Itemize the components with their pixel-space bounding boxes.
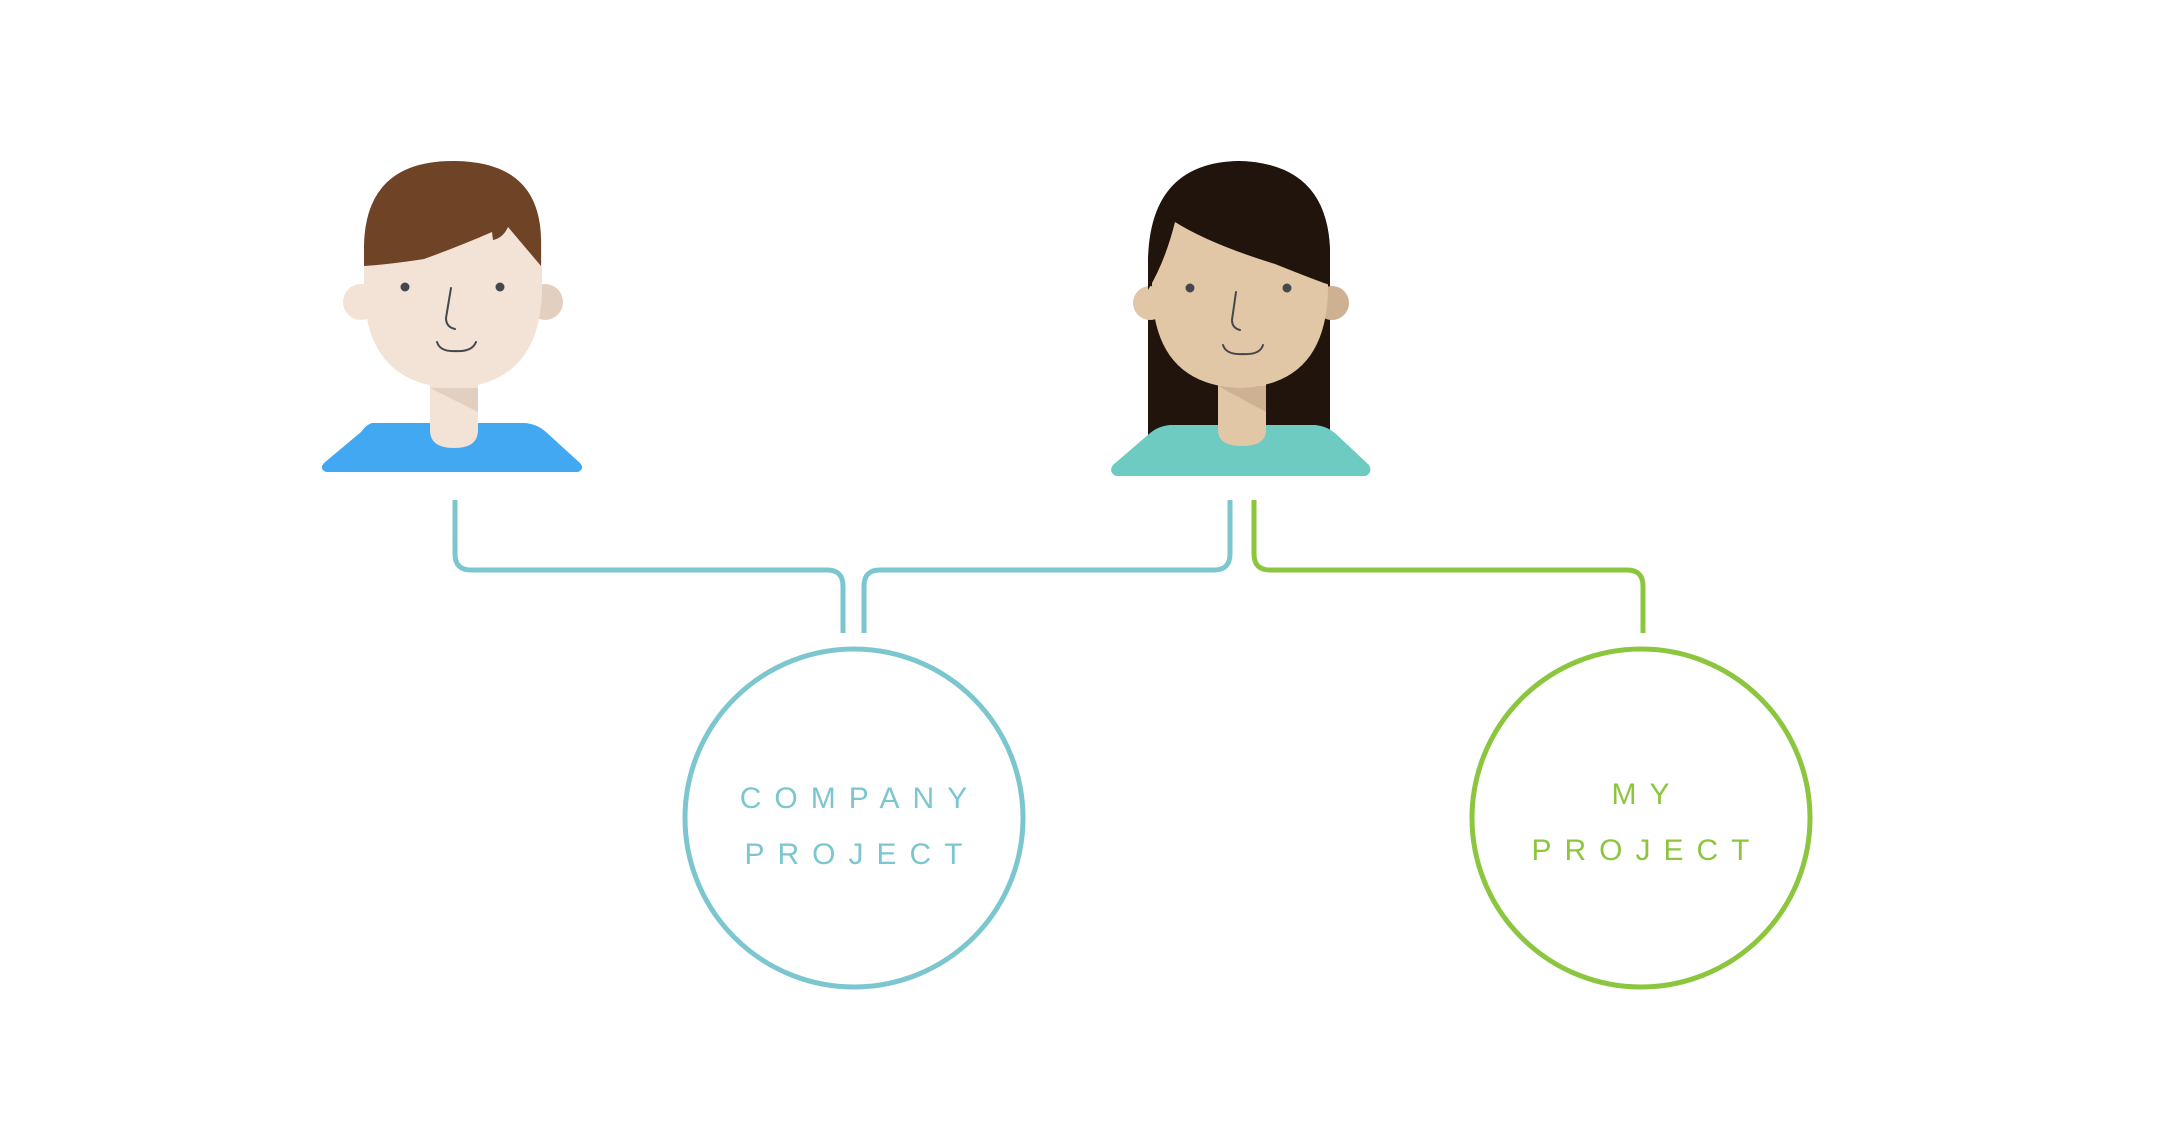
- company-project-node: COMPANY PROJECT: [682, 646, 1026, 990]
- woman-left-eye: [1185, 283, 1195, 293]
- woman-shirt: [1111, 425, 1371, 476]
- man-right-eye: [495, 282, 505, 292]
- woman-hair-front: [1148, 161, 1330, 290]
- company-project-circle: [682, 646, 1026, 990]
- my-project-label-line1: MY: [1612, 778, 1683, 811]
- connector-woman-to-my-project: [1251, 500, 1646, 633]
- my-project-circle: [1469, 646, 1813, 990]
- connector-man-to-company: [452, 500, 846, 633]
- woman-neck-shadow: [1218, 386, 1266, 412]
- woman-right-eye: [1282, 283, 1292, 293]
- woman-nose: [1230, 291, 1241, 331]
- man-left-eye: [400, 282, 410, 292]
- my-project-label-line2: PROJECT: [1531, 834, 1762, 867]
- my-project-node: MY PROJECT: [1469, 646, 1813, 990]
- man-hair: [364, 160, 541, 266]
- man-avatar-icon: [321, 160, 583, 472]
- connector-woman-to-company: [861, 500, 1233, 633]
- man-neck-shadow: [430, 388, 478, 412]
- company-project-label-line2: PROJECT: [744, 838, 975, 871]
- woman-avatar-icon: [1111, 161, 1371, 476]
- man-nose: [444, 287, 456, 330]
- man-smile: [436, 341, 477, 353]
- woman-smile: [1222, 344, 1264, 356]
- company-project-label-line1: COMPANY: [740, 782, 980, 815]
- connectors: [452, 500, 1646, 633]
